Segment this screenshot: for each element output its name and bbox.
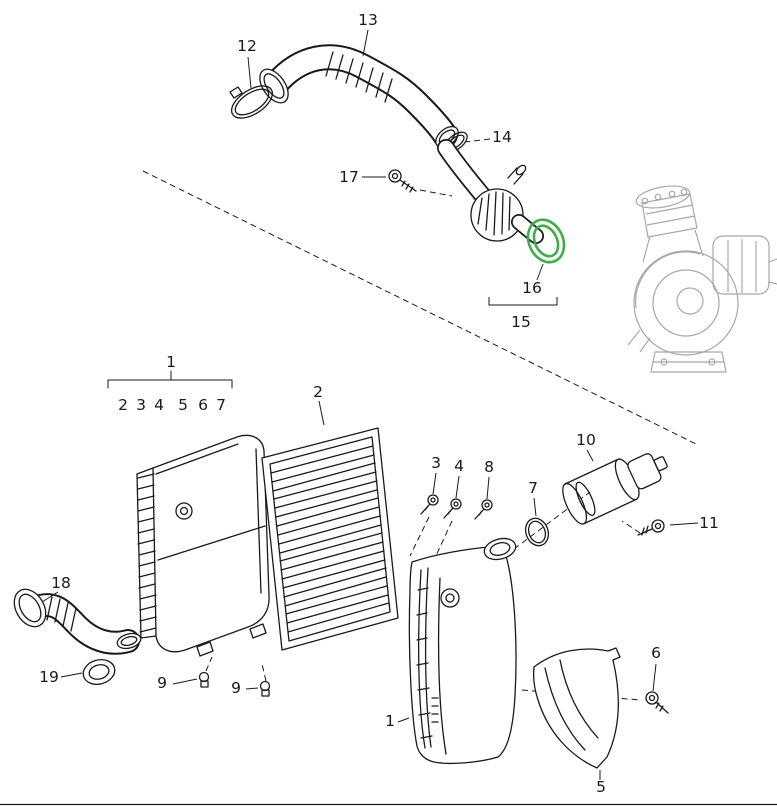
callout-18[interactable]: 18 [51, 574, 71, 592]
turbo-stud [768, 258, 777, 263]
o-ring-7 [524, 517, 550, 547]
callout-1-group[interactable]: 1 [166, 353, 176, 371]
callout-17[interactable]: 17 [339, 168, 359, 186]
callout-9b[interactable]: 9 [231, 679, 241, 697]
air-cleaner-lid [136, 434, 270, 657]
turbo-neck-line [646, 215, 696, 226]
callout-4-screw[interactable]: 4 [454, 457, 464, 475]
turbo-volute-inner [652, 269, 720, 337]
lower-intake-hose [13, 588, 142, 655]
group-1-bracket [107, 370, 233, 389]
screw-6 [645, 691, 669, 714]
turbo-bolt [680, 188, 688, 196]
screw11-axis [621, 520, 641, 534]
turbo-inlet-flange [635, 185, 691, 209]
turbo-base-bolt [660, 358, 668, 366]
callout-19[interactable]: 19 [39, 668, 59, 686]
throttle-assembly [437, 139, 544, 244]
sealing-ring-16 [526, 218, 566, 264]
air-cleaner-housing [408, 537, 517, 765]
turbocharger [627, 185, 777, 373]
turbo-base-bolt [708, 358, 716, 366]
line-art [0, 44, 777, 806]
leader-14-dashed [464, 138, 491, 143]
callout-5-index[interactable]: 5 [178, 396, 188, 414]
turbo-hub [676, 287, 704, 315]
callout-8-screw[interactable]: 8 [484, 458, 494, 476]
turbo-neck [641, 193, 698, 238]
callout-7-index[interactable]: 7 [216, 396, 226, 414]
callout-6-screw[interactable]: 6 [651, 644, 661, 662]
grommet9a-axis [205, 656, 213, 672]
turbo-housing [712, 235, 770, 295]
screw-17 [388, 169, 417, 193]
turbo-bolt [654, 193, 662, 201]
callout-10[interactable]: 10 [576, 431, 596, 449]
callout-1-housing[interactable]: 1 [385, 712, 395, 730]
callout-15[interactable]: 15 [511, 313, 531, 331]
ring-19 [82, 659, 116, 685]
callout-2-filter[interactable]: 2 [313, 383, 323, 401]
leader-lines [41, 29, 699, 780]
grommet-9b [259, 680, 271, 697]
callout-labels: 13 12 14 17 16 15 1 2 3 4 5 6 7 2 3 4 8 … [39, 11, 719, 796]
callout-5-cover[interactable]: 5 [596, 778, 606, 796]
callout-6-index[interactable]: 6 [198, 396, 208, 414]
screw4-axis [433, 520, 453, 561]
callout-3-screw[interactable]: 3 [431, 454, 441, 472]
screw-3 [420, 494, 439, 515]
turbo-bolt [668, 190, 676, 198]
screw-4 [443, 498, 462, 519]
turbo-neck-line [645, 204, 694, 215]
turbo-pipe [639, 337, 651, 353]
turbo-join-line [642, 235, 651, 263]
callout-14[interactable]: 14 [492, 128, 512, 146]
callout-16[interactable]: 16 [522, 279, 542, 297]
callout-7-oring[interactable]: 7 [528, 479, 538, 497]
hose-clamp-12 [229, 85, 274, 119]
air-filter-element [261, 427, 399, 651]
turbo-join-line [694, 229, 704, 257]
grommet-9a [198, 671, 210, 688]
callout-2-index[interactable]: 2 [118, 396, 128, 414]
turbo-base-flange [650, 351, 727, 373]
screw-11 [637, 519, 665, 536]
callout-4-index[interactable]: 4 [154, 396, 164, 414]
cover-panel [532, 647, 621, 769]
turbo-bolt [641, 197, 649, 205]
leader-17-dashed [419, 189, 453, 197]
callout-9a[interactable]: 9 [157, 674, 167, 692]
grommet9b-axis [261, 663, 267, 682]
callout-11[interactable]: 11 [699, 514, 719, 532]
callout-12[interactable]: 12 [237, 37, 257, 55]
callout-3-index[interactable]: 3 [136, 396, 146, 414]
turbo-volute [633, 250, 739, 356]
screw-8 [474, 499, 493, 520]
screw3-axis [409, 516, 430, 557]
callout-13[interactable]: 13 [358, 11, 378, 29]
maf-sensor [562, 453, 668, 525]
turbo-pipe [627, 329, 641, 346]
turbo-stud [767, 281, 777, 285]
upper-intake-hose [259, 44, 459, 149]
main-axis-line [142, 170, 697, 445]
turbo-scroll [635, 251, 701, 309]
